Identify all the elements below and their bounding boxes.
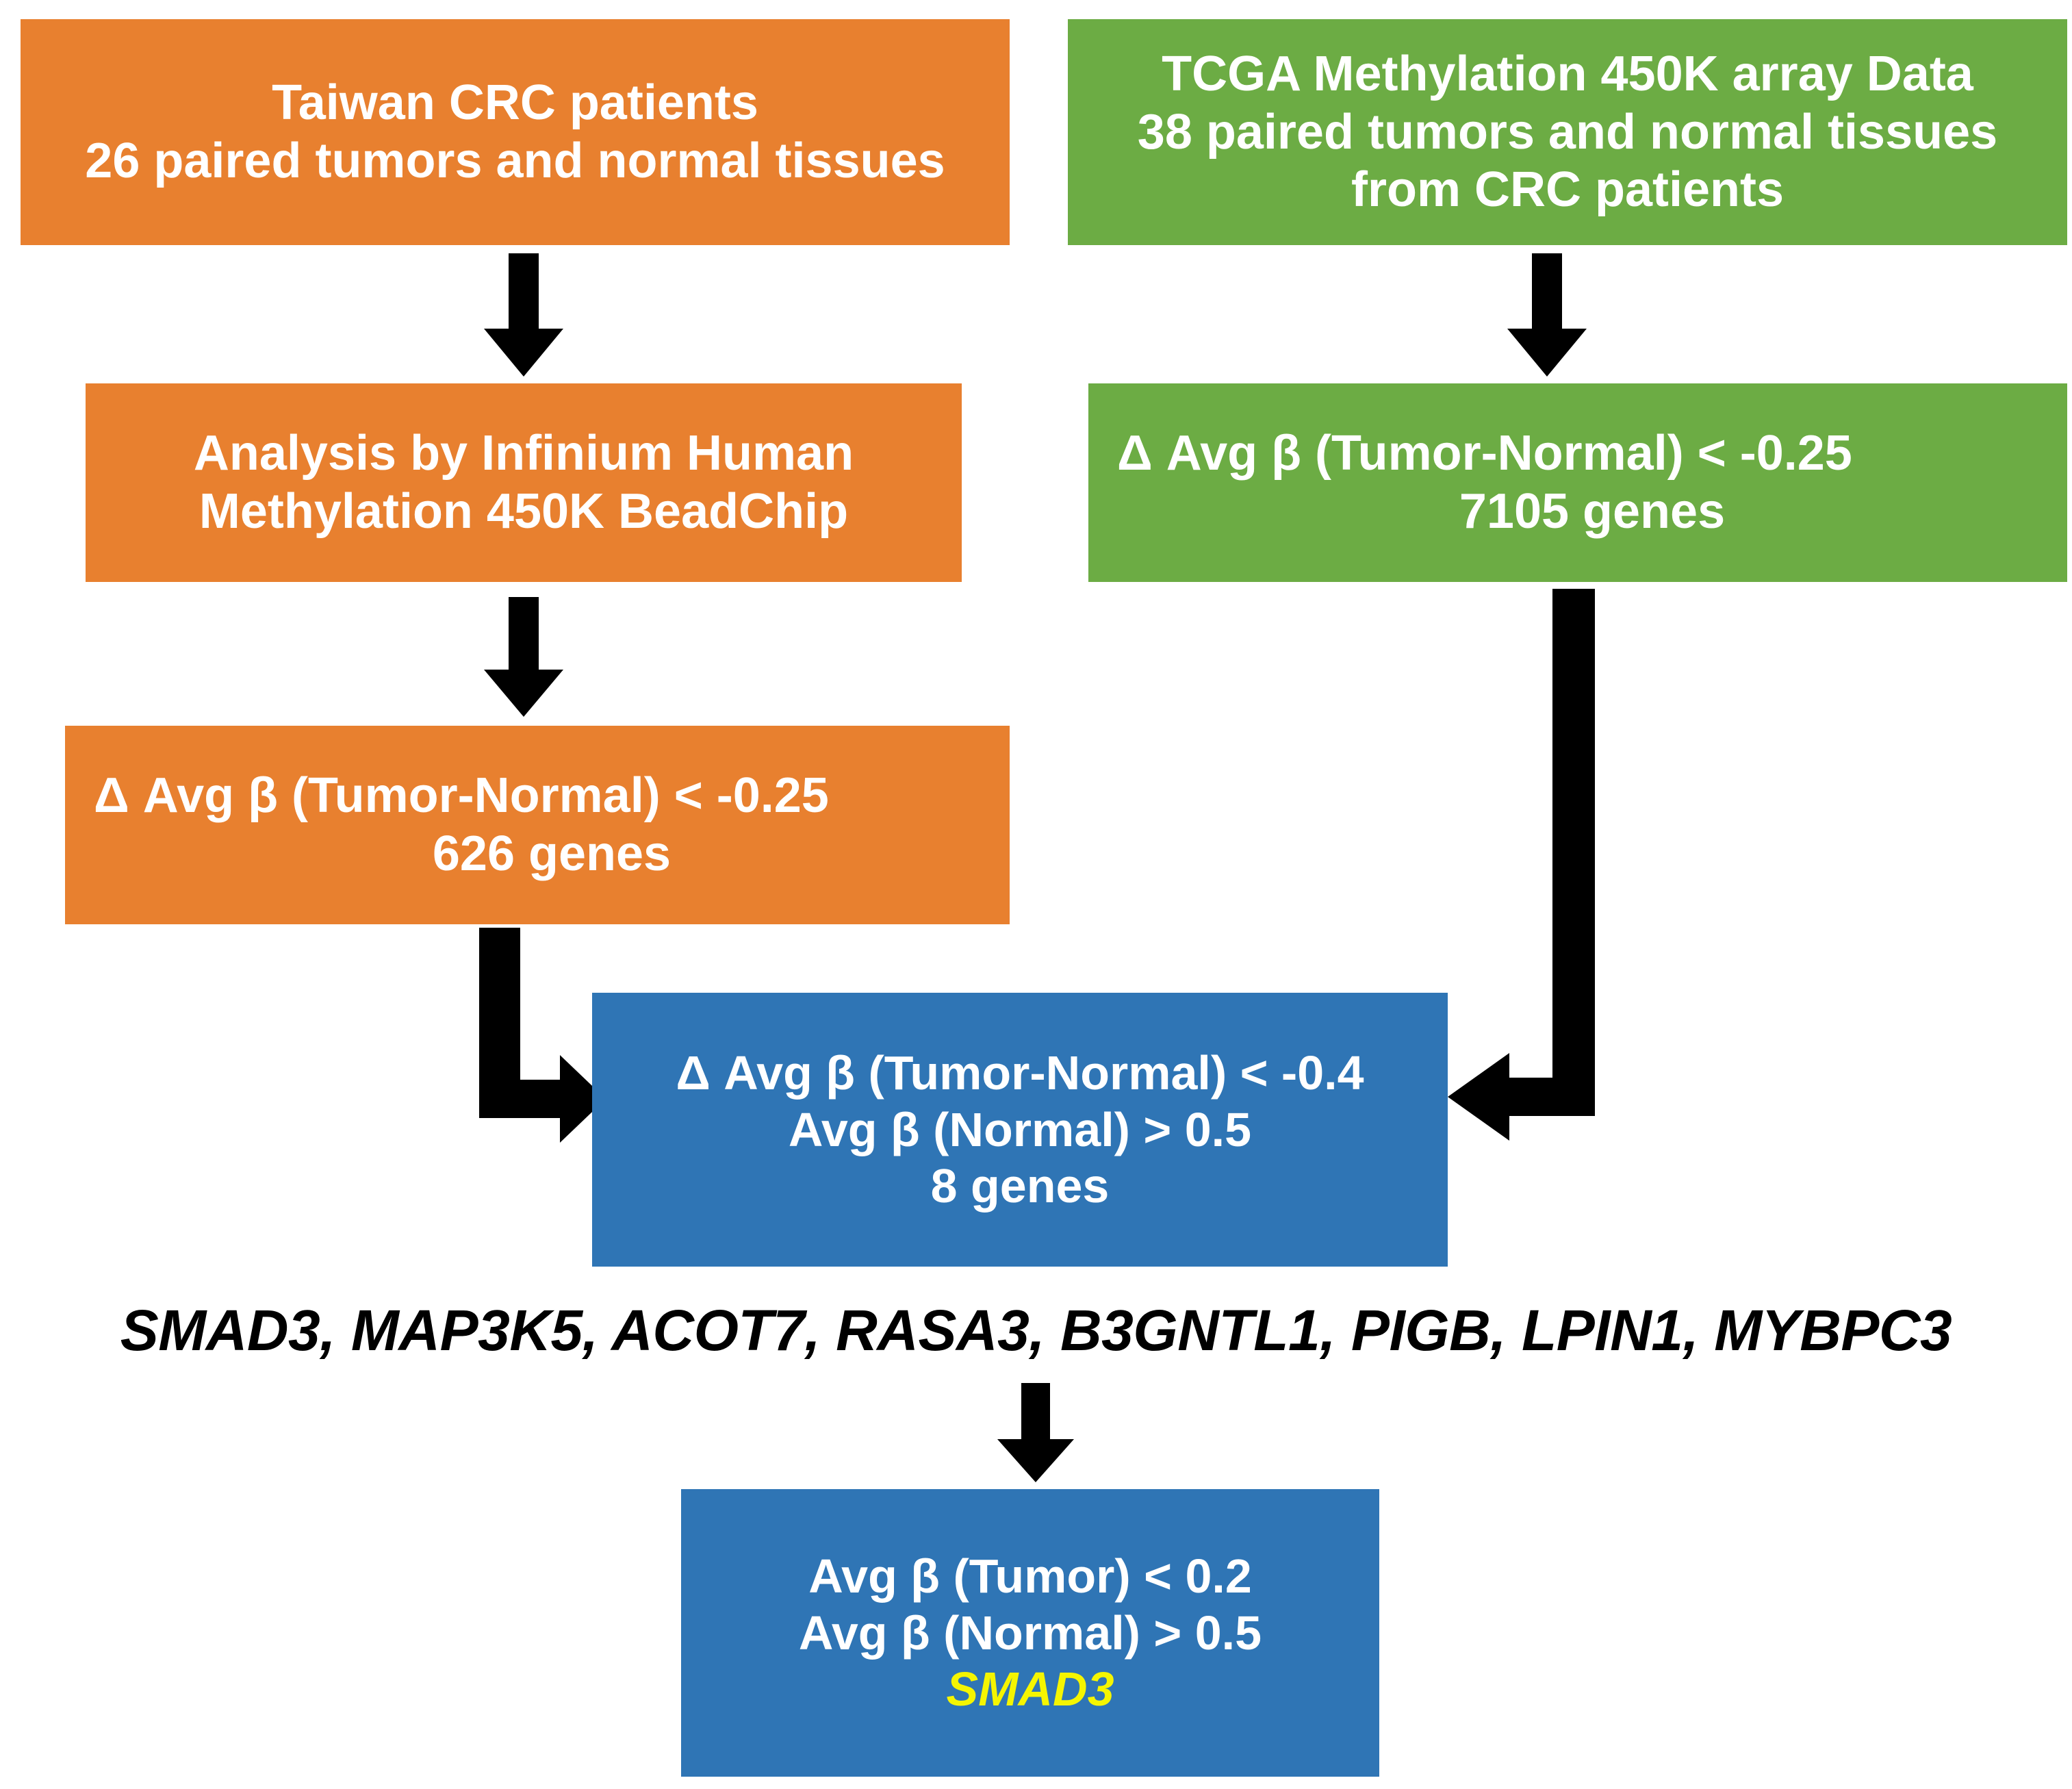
box-taiwan-filter-line-1: Δ Avg β (Tumor-Normal) < -0.25 [94, 768, 829, 824]
arrow-taiwan-cohort-to-analysis [469, 253, 578, 377]
box-merge-filter-line-1: Δ Avg β (Tumor-Normal) < -0.4 [676, 1046, 1364, 1100]
box-taiwan-cohort-line-1: Taiwan CRC patients [272, 75, 758, 131]
box-tcga-filter: Δ Avg β (Tumor-Normal) < -0.25 7105 gene… [1088, 383, 2067, 582]
arrow-taiwan-filter-to-merge [479, 928, 616, 1154]
box-final-filter: Avg β (Tumor) < 0.2 Avg β (Normal) > 0.5… [681, 1489, 1379, 1777]
arrow-tcga-filter-to-merge [1444, 589, 1595, 1150]
box-taiwan-filter: Δ Avg β (Tumor-Normal) < -0.25 626 genes [65, 726, 1010, 924]
arrow-tcga-cohort-to-filter [1492, 253, 1602, 377]
box-taiwan-analysis-line-2: Methylation 450K BeadChip [199, 484, 849, 539]
box-final-filter-line-2: Avg β (Normal) > 0.5 [798, 1606, 1262, 1660]
gene-list: SMAD3, MAP3K5, ACOT7, RASA3, B3GNTL1, PI… [120, 1298, 1952, 1362]
box-final-filter-highlight-gene: SMAD3 [946, 1662, 1114, 1716]
box-merge-filter: Δ Avg β (Tumor-Normal) < -0.4 Avg β (Nor… [592, 993, 1448, 1267]
box-merge-filter-line-2: Avg β (Normal) > 0.5 [788, 1102, 1252, 1156]
box-taiwan-analysis: Analysis by Infinium Human Methylation 4… [86, 383, 962, 582]
box-tcga-filter-line-2: 7105 genes [1459, 484, 1726, 539]
box-tcga-filter-line-1: Δ Avg β (Tumor-Normal) < -0.25 [1117, 426, 1852, 481]
arrow-genelist-to-final [984, 1383, 1087, 1482]
arrow-analysis-to-taiwan-filter [469, 597, 578, 717]
box-taiwan-analysis-line-1: Analysis by Infinium Human [193, 426, 854, 481]
box-taiwan-filter-line-2: 626 genes [432, 826, 672, 881]
box-final-filter-line-1: Avg β (Tumor) < 0.2 [808, 1549, 1252, 1603]
box-tcga-cohort: TCGA Methylation 450K array Data 38 pair… [1068, 19, 2067, 245]
box-taiwan-cohort-line-2: 26 paired tumors and normal tissues [85, 134, 945, 188]
box-tcga-cohort-line-2: 38 paired tumors and normal tissues [1137, 104, 1998, 160]
box-tcga-cohort-line-3: from CRC patients [1351, 162, 1785, 218]
box-taiwan-cohort: Taiwan CRC patients 26 paired tumors and… [21, 19, 1010, 245]
box-merge-filter-line-3: 8 genes [930, 1159, 1110, 1213]
box-tcga-cohort-line-1: TCGA Methylation 450K array Data [1162, 46, 1973, 101]
